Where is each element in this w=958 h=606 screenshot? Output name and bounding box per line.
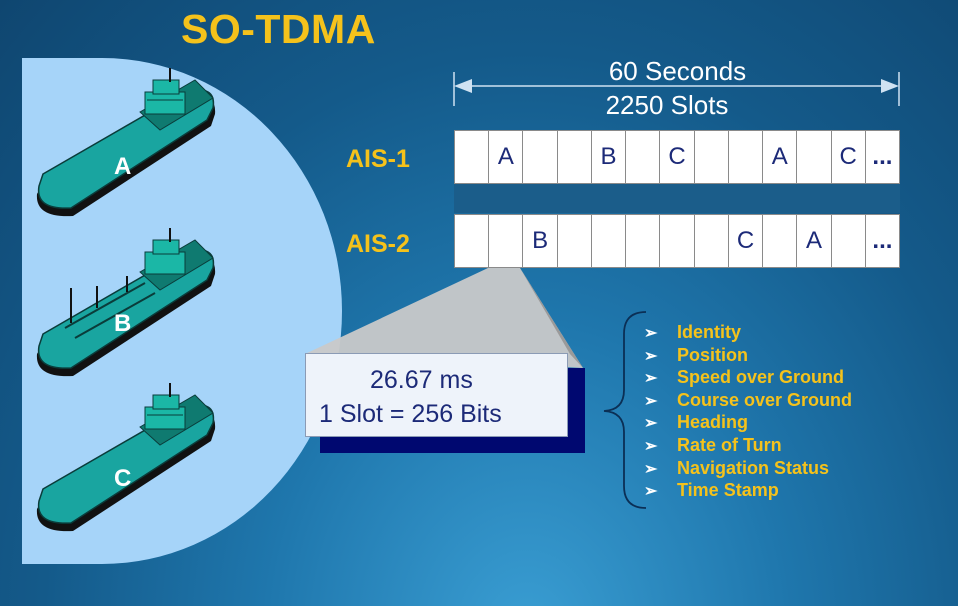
message-field-item: ➢ Navigation Status — [644, 457, 852, 480]
slot-cell: A — [763, 131, 798, 183]
message-field-item: ➢ Course over Ground — [644, 389, 852, 412]
slot-cell — [455, 215, 490, 267]
slot-cell: C — [832, 131, 866, 183]
slot-size: 1 Slot = 256 Bits — [319, 400, 502, 428]
message-field-label: Rate of Turn — [677, 434, 782, 455]
slot-cell — [455, 131, 490, 183]
arrow-bullet-icon: ➢ — [644, 392, 658, 410]
message-field-label: Navigation Status — [677, 457, 830, 478]
slot-cell — [626, 215, 661, 267]
message-field-label: Heading — [677, 412, 749, 433]
slide-title: SO-TDMA — [181, 6, 376, 52]
arrow-bullet-icon: ➢ — [644, 460, 658, 478]
arrow-bullet-icon: ➢ — [644, 347, 658, 365]
slot-cell — [523, 131, 558, 183]
ship-label-a: A — [114, 153, 132, 180]
timeline-span-arrow — [453, 72, 900, 106]
timeline-slot-count: 2250 Slots — [605, 90, 729, 120]
message-field-label: Position — [677, 344, 748, 365]
slot-cell — [660, 215, 695, 267]
arrow-bullet-icon: ➢ — [644, 483, 658, 501]
slot-cell — [763, 215, 798, 267]
slot-cell: B — [592, 131, 627, 183]
ship-a — [36, 68, 216, 217]
ship-b — [36, 228, 216, 377]
slot-cell: A — [797, 215, 832, 267]
slot-cell: B — [523, 215, 558, 267]
slot-cell: C — [660, 131, 695, 183]
slot-cell: A — [489, 131, 524, 183]
slot-cell — [695, 215, 729, 267]
slot-detail-box: 26.67 ms 1 Slot = 256 Bits — [305, 353, 568, 437]
message-field-item: ➢ Speed over Ground — [644, 366, 852, 389]
curly-brace-icon — [603, 311, 647, 509]
channel-label-ais-2: AIS-2 — [346, 230, 410, 258]
slot-cell — [832, 215, 866, 267]
channel-label-ais-1: AIS-1 — [346, 145, 410, 173]
slot-cell — [558, 215, 592, 267]
message-field-item: ➢ Rate of Turn — [644, 434, 852, 457]
slot-cell: C — [729, 215, 764, 267]
slot-cell — [489, 215, 524, 267]
arrow-bullet-icon: ➢ — [644, 370, 658, 388]
message-field-label: Speed over Ground — [677, 367, 845, 388]
arrow-bullet-icon: ➢ — [644, 325, 658, 342]
timeline-duration: 60 Seconds — [608, 56, 747, 86]
message-field-label: Time Stamp — [677, 480, 779, 501]
message-field-item: ➢ Position — [644, 344, 852, 367]
ship-c — [36, 383, 216, 532]
slot-cell — [695, 131, 729, 183]
arrow-bullet-icon: ➢ — [644, 437, 658, 455]
slot-cell: ... — [872, 227, 893, 254]
channel-separator — [454, 183, 900, 213]
slot-cell — [729, 131, 764, 183]
message-field-item: ➢ Identity — [644, 321, 852, 344]
slot-duration: 26.67 ms — [370, 366, 473, 394]
message-field-label: Identity — [677, 322, 742, 342]
slot-cell — [626, 131, 661, 183]
slot-cell — [797, 131, 832, 183]
message-field-list: ➢ Identity ➢ Position ➢ Speed over Ground ➢ Cou… — [644, 321, 852, 502]
slot-cell — [558, 131, 592, 183]
arrow-bullet-icon: ➢ — [644, 415, 658, 433]
slot-cell — [592, 215, 627, 267]
ship-label-c: C — [114, 465, 132, 492]
ship-label-b: B — [114, 310, 132, 337]
message-field-item: ➢ Heading — [644, 411, 852, 434]
slot-cell: ... — [872, 143, 893, 170]
message-field-label: Course over Ground — [677, 389, 853, 410]
message-field-item: ➢ Time Stamp — [644, 479, 852, 502]
